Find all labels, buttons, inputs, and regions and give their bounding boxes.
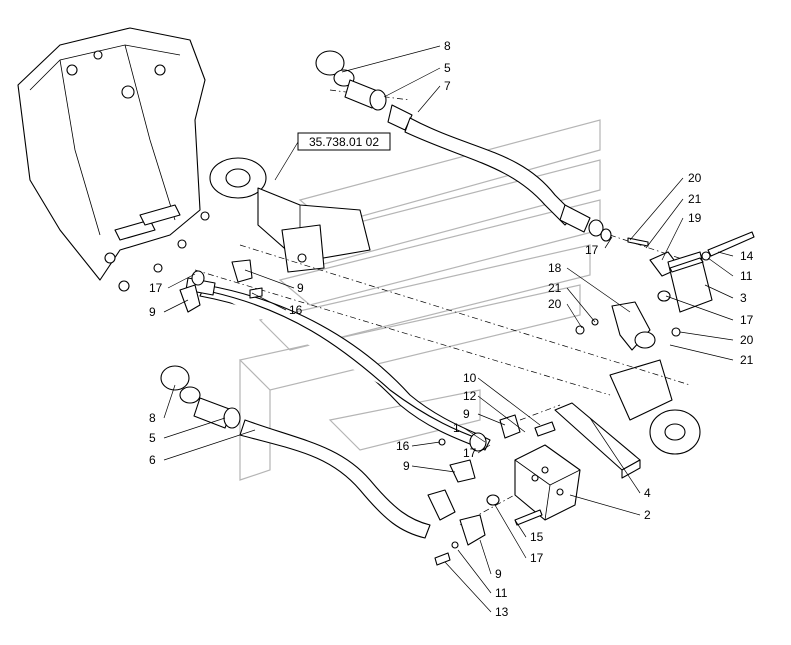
callout-7: 7 — [444, 79, 451, 93]
callout-21-mid: 21 — [548, 281, 562, 295]
callout-11-bottom: 11 — [495, 586, 508, 600]
reference-box: 35.738.01 02 — [274, 132, 391, 181]
callout-9-lower-right: 9 — [463, 407, 470, 421]
callout-5-lower: 5 — [149, 431, 156, 445]
callout-18: 18 — [548, 261, 562, 275]
callout-8-upper: 8 — [444, 39, 451, 53]
callout-1: 1 — [453, 421, 460, 435]
callout-4: 4 — [644, 486, 651, 500]
callout-21-right: 21 — [740, 353, 754, 367]
callout-9-bottom: 9 — [495, 567, 502, 581]
callout-16-lower: 16 — [396, 439, 410, 453]
callout-labels: 8 5 7 20 21 19 14 11 3 17 20 21 18 21 20… — [149, 39, 754, 619]
upper-hose-assembly — [315, 50, 612, 242]
callout-17-mid: 17 — [463, 446, 477, 460]
hydraulic-cylinder — [209, 157, 701, 455]
callout-17-left: 17 — [149, 281, 163, 295]
callout-14: 14 — [740, 249, 754, 263]
leader-lines — [163, 45, 734, 613]
callout-16-upper: 16 — [289, 303, 303, 317]
callout-17-right: 17 — [740, 313, 754, 327]
callout-20-right: 20 — [740, 333, 754, 347]
callout-20-mid: 20 — [548, 297, 562, 311]
lower-hose-assembly — [160, 259, 521, 546]
callout-19: 19 — [688, 211, 702, 225]
callout-17-lower: 17 — [530, 551, 544, 565]
valve-block-assembly — [434, 402, 641, 566]
reference-box-label: 35.738.01 02 — [309, 135, 379, 149]
callout-9-upper: 9 — [297, 281, 304, 295]
callout-11-right: 11 — [740, 269, 753, 283]
callout-5-upper: 5 — [444, 61, 451, 75]
callout-3: 3 — [740, 291, 747, 305]
callout-9-left: 9 — [149, 305, 156, 319]
bucket-part — [17, 27, 210, 292]
right-fittings — [575, 231, 755, 351]
callout-15: 15 — [530, 530, 544, 544]
callout-21-upper: 21 — [688, 192, 702, 206]
callout-20-upper: 20 — [688, 171, 702, 185]
callout-2: 2 — [644, 508, 651, 522]
callout-8-lower: 8 — [149, 411, 156, 425]
callout-12: 12 — [463, 389, 477, 403]
callout-9-mid: 9 — [403, 459, 410, 473]
callout-6: 6 — [149, 453, 156, 467]
callout-10: 10 — [463, 371, 477, 385]
callout-17-upper: 17 — [585, 243, 599, 257]
callout-13: 13 — [495, 605, 509, 619]
